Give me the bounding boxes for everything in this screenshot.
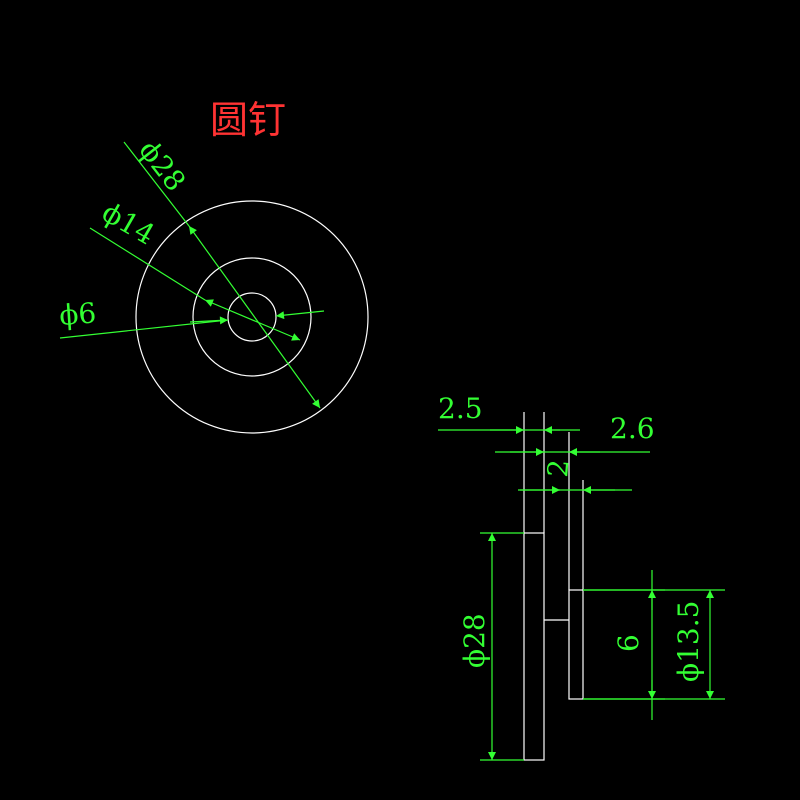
outer-diameter-line	[188, 225, 321, 409]
shank-diameter-label: ϕ13.5	[672, 601, 705, 682]
middle-diameter-leader	[89, 227, 206, 301]
middle-circle	[192, 257, 312, 377]
head-diameter-label: ϕ28	[458, 613, 491, 668]
shank-profile	[568, 589, 584, 700]
inner-diameter-leader	[59, 319, 229, 339]
middle-diameter-line	[204, 299, 301, 341]
inner-circle	[227, 292, 277, 342]
outer-circle	[135, 200, 369, 434]
gap-label: 2	[541, 458, 575, 479]
outer-diameter-label: ϕ28	[132, 134, 192, 197]
shank-inner-label: 6	[612, 634, 645, 652]
inner-diameter-label: ϕ6	[58, 296, 97, 331]
head-thickness-label: 2.5	[438, 392, 483, 425]
head-profile	[523, 532, 545, 761]
shank-offset-label: 2.6	[610, 412, 655, 445]
outer-diameter-leader	[123, 141, 190, 227]
middle-diameter-label: ϕ14	[97, 195, 161, 251]
side-view: 2.5 2 2.6 ϕ28 6 ϕ13.5	[438, 392, 725, 761]
inner-diameter-arrow-right	[275, 310, 325, 320]
drawing-title: 圆钉	[210, 98, 286, 142]
front-view: ϕ28 ϕ14 ϕ6	[58, 134, 369, 434]
inner-diameter-arrow-left	[189, 316, 229, 325]
